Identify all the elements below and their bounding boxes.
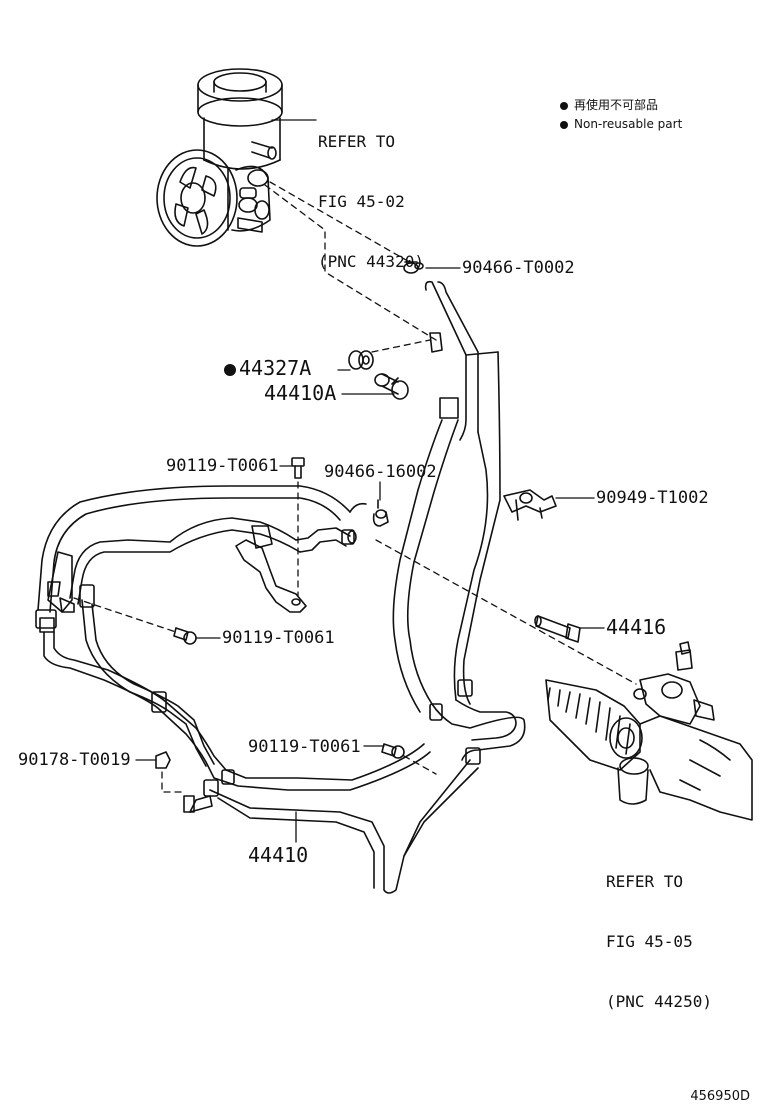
clip-90466-16002-shape xyxy=(372,499,637,685)
part-label-90466-16002[interactable]: 90466-16002 xyxy=(324,462,437,482)
power-steering-pump xyxy=(156,68,283,247)
legend-text-jp: 再使用不可部品 xyxy=(574,98,659,112)
figure-number: 456950D xyxy=(690,1089,750,1104)
return-tubes xyxy=(35,485,526,894)
pump-ref-line2: FIG 45-02 xyxy=(318,192,405,211)
part-label-90119-T0061-low[interactable]: 90119-T0061 xyxy=(248,737,361,757)
pump-ref-line1: REFER TO xyxy=(318,132,396,151)
cooler-tube-segment xyxy=(295,502,367,553)
part-label-90949-T1002[interactable]: 90949-T1002 xyxy=(596,488,709,508)
part-label-90119-T0061-top[interactable]: 90119-T0061 xyxy=(166,456,279,476)
legend-row-jp: 再使用不可部品 xyxy=(560,96,682,115)
pump-reference[interactable]: REFER TO FIG 45-02 (PNC 44320) xyxy=(318,92,424,292)
gear-ref-line2: FIG 45-05 xyxy=(606,932,693,951)
part-label-44416[interactable]: 44416 xyxy=(606,615,667,639)
part-label-90466-T0002[interactable]: 90466-T0002 xyxy=(462,258,575,278)
bullet-icon xyxy=(560,101,568,110)
bolt-mid-shape xyxy=(173,627,197,645)
gear-ref-line3: (PNC 44250) xyxy=(606,992,712,1011)
part-label-44327A-text: 44327A xyxy=(239,356,312,380)
clip-90466-T0002-shape xyxy=(403,261,424,274)
gasket-44327A-shape xyxy=(348,339,431,370)
bullet-icon xyxy=(560,120,568,129)
bolt-low-shape xyxy=(381,743,437,775)
legend-row-en: Non-reusable part xyxy=(560,115,682,134)
pressure-hose-upper xyxy=(392,280,501,713)
union-bolt-44410A-shape xyxy=(374,373,409,400)
part-label-44327A[interactable]: 44327A xyxy=(224,358,311,378)
gear-ref-line1: REFER TO xyxy=(606,872,684,891)
pump-ref-line3: (PNC 44320) xyxy=(318,252,424,271)
part-label-44410A[interactable]: 44410A xyxy=(264,381,337,405)
clamp-90949-T1002-shape xyxy=(503,489,557,521)
legend-text-en: Non-reusable part xyxy=(574,117,683,131)
non-reusable-bullet-icon xyxy=(224,364,236,376)
part-label-44410[interactable]: 44410 xyxy=(248,843,309,867)
bolt-top-shape xyxy=(291,457,305,479)
part-label-90178-T0019[interactable]: 90178-T0019 xyxy=(18,750,131,770)
gear-reference[interactable]: REFER TO FIG 45-05 (PNC 44250) xyxy=(606,832,712,1032)
part-label-90119-T0061-mid[interactable]: 90119-T0061 xyxy=(222,628,335,648)
steering-gear-assembly xyxy=(545,641,753,821)
center-bracket xyxy=(235,481,307,613)
union-44416-shape xyxy=(534,615,581,643)
nut-shape xyxy=(155,751,195,813)
legend: 再使用不可部品 Non-reusable part xyxy=(560,96,682,134)
